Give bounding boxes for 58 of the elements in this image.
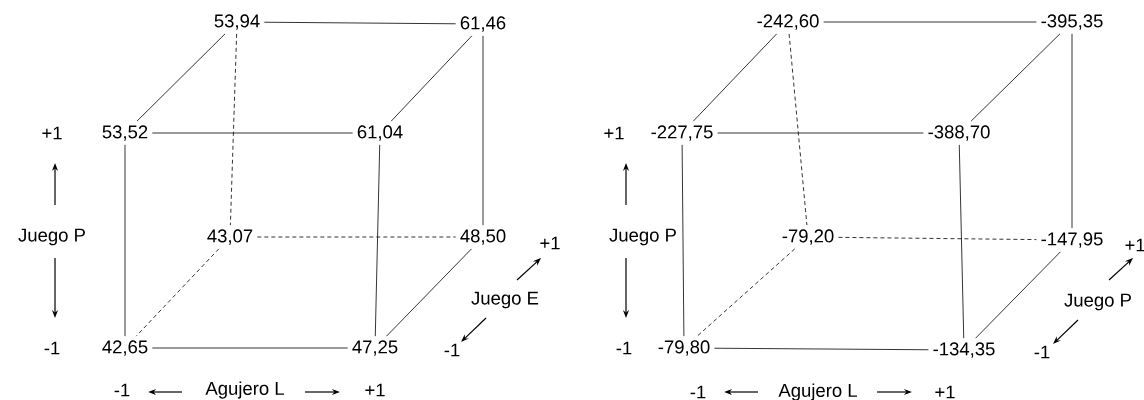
- axis-label: +1: [935, 385, 955, 399]
- axis-label: +1: [540, 236, 560, 250]
- cube-edge: [135, 248, 220, 337]
- value-label: -388,70: [928, 125, 990, 141]
- cube-edge: [230, 33, 237, 226]
- cube-edge: [256, 236, 457, 238]
- axis-label: -1: [690, 385, 706, 399]
- cube-edge: [151, 132, 354, 134]
- value-label: 42,65: [102, 340, 148, 356]
- value-label: -79,80: [658, 340, 710, 356]
- cube-edge: [714, 347, 929, 351]
- axis-label: +1: [365, 383, 385, 397]
- axis-label: Juego P: [18, 228, 85, 246]
- cube-edge: [124, 144, 126, 337]
- cube-edge: [151, 347, 349, 349]
- axis-label: -1: [114, 383, 130, 397]
- cube-edge: [975, 251, 1061, 339]
- value-label: 53,94: [214, 14, 260, 30]
- cube-edge: [390, 35, 473, 122]
- value-label: -242,60: [757, 14, 819, 30]
- axis-label: +1: [42, 126, 62, 140]
- value-label: -395,35: [1041, 14, 1103, 30]
- cube-edge: [681, 144, 685, 337]
- axis-label: -1: [1034, 345, 1050, 359]
- cube-edge: [136, 33, 226, 122]
- cube-edge: [374, 144, 381, 337]
- axis-label: -1: [444, 343, 460, 357]
- cube-edge: [263, 21, 457, 25]
- cube-edge: [482, 35, 484, 226]
- value-label: 61,46: [460, 16, 506, 32]
- cube-edge: [823, 21, 1037, 23]
- cube-edge: [838, 236, 1037, 240]
- axis-label: +1: [604, 126, 624, 140]
- value-label: 61,04: [357, 125, 403, 141]
- axis-label: -1: [616, 341, 632, 355]
- value-label: 53,52: [102, 125, 148, 141]
- axis-label: Juego P: [609, 228, 676, 246]
- cube-edge: [696, 248, 796, 337]
- axis-label: Agujero L: [205, 381, 284, 399]
- cube-edge: [717, 132, 924, 134]
- axis-label: Agujero L: [778, 383, 857, 400]
- value-label: 48,50: [460, 229, 506, 245]
- axis-label: Juego P: [1064, 293, 1131, 311]
- cube-edge: [1071, 33, 1073, 229]
- cube-edge: [788, 33, 808, 226]
- cube-edge: [692, 33, 778, 122]
- axis-label: +1: [1125, 238, 1144, 252]
- cube-edge: [970, 33, 1061, 122]
- value-label: -134,35: [933, 342, 995, 358]
- cube-edge: [386, 248, 472, 337]
- axis-label: -1: [44, 341, 60, 355]
- axis-label: Juego E: [471, 291, 539, 309]
- value-label: 43,07: [207, 229, 253, 245]
- value-label: -79,20: [782, 229, 834, 245]
- value-label: -227,75: [651, 125, 713, 141]
- value-label: 47,25: [352, 340, 398, 356]
- value-label: -147,95: [1041, 232, 1103, 248]
- cube-edge: [958, 144, 965, 339]
